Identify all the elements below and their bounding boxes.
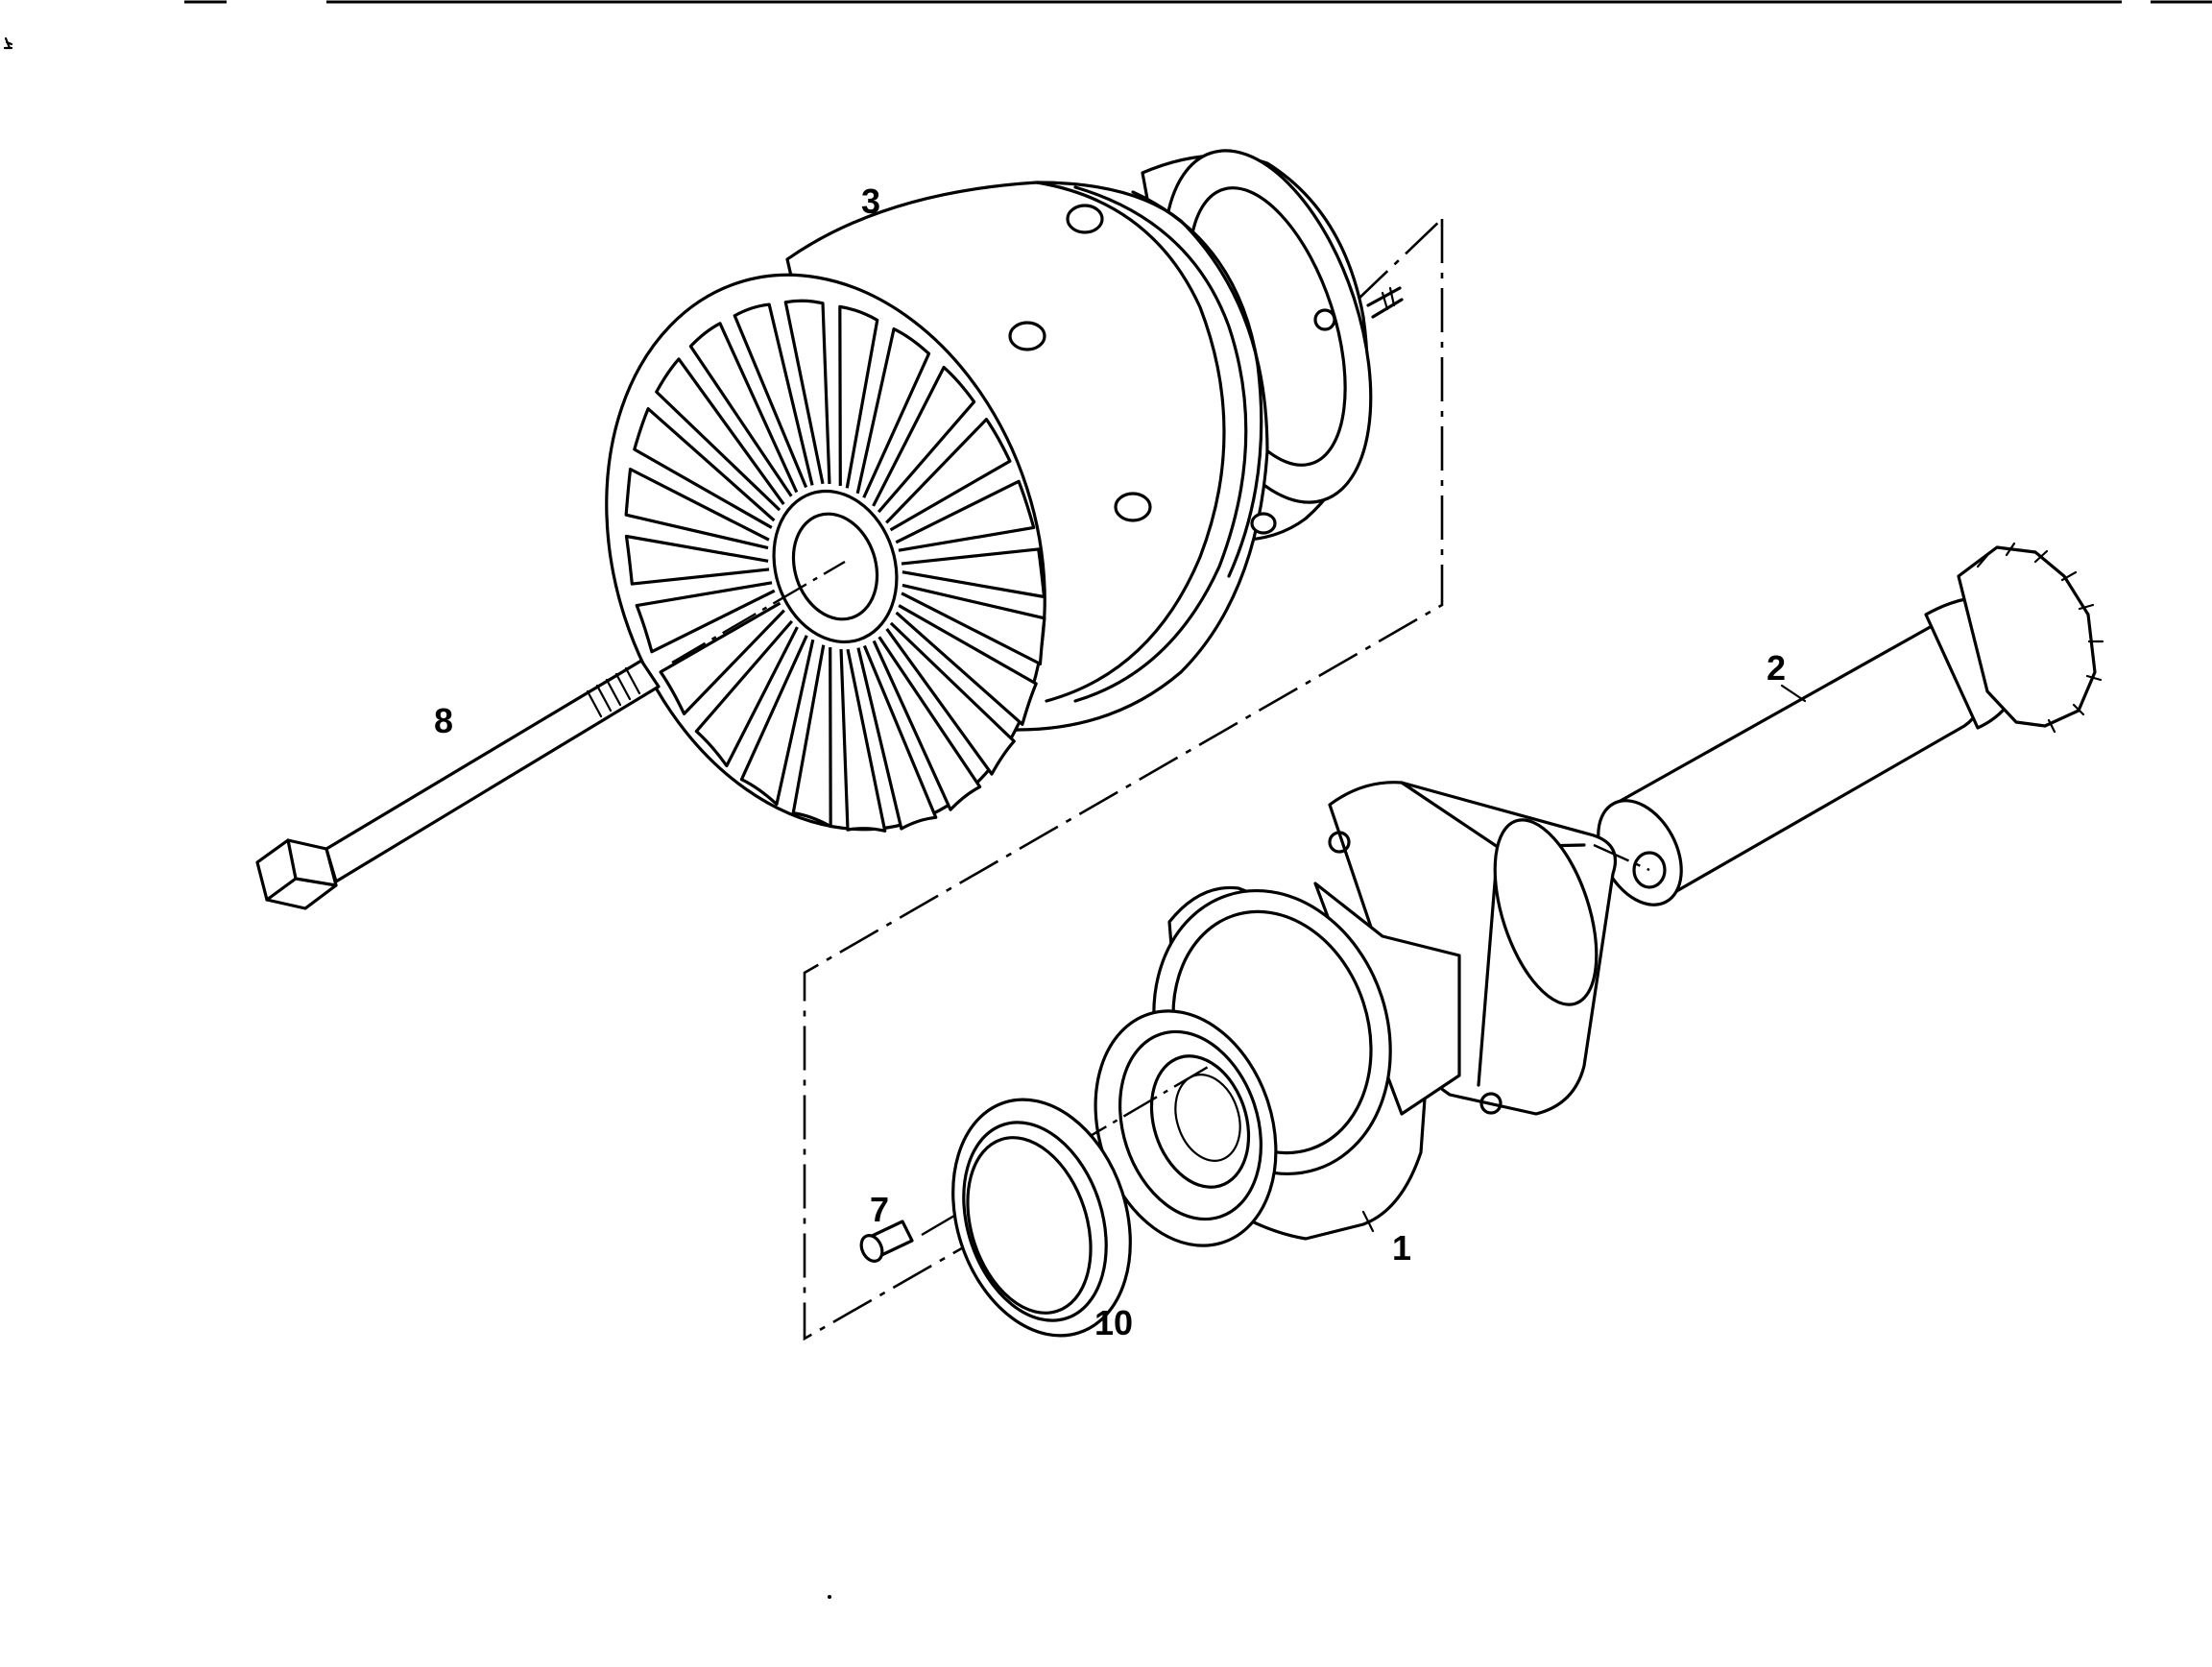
- part-1-bearing-housing: [1094, 781, 1618, 1247]
- drum-fin: [635, 581, 776, 654]
- drum-fin: [839, 648, 887, 833]
- drum-fin: [895, 604, 1038, 726]
- corner-mark: [3, 36, 13, 50]
- drum-fin: [633, 407, 776, 529]
- gear-teeth: [1976, 542, 2104, 734]
- drum-fin: [694, 619, 799, 768]
- drum-fin: [901, 583, 1046, 665]
- callout-part-3: 3: [861, 181, 880, 221]
- drum-fin: [688, 322, 799, 497]
- drum-fin: [659, 601, 785, 715]
- part-10-seal-ring: [951, 1098, 1132, 1338]
- bolt-thread: [586, 666, 641, 718]
- callout-part-7: 7: [870, 1190, 889, 1229]
- drum-fin: [856, 644, 938, 831]
- drum-fin: [783, 299, 831, 485]
- leader-lines: [1361, 684, 1807, 1233]
- part-3-finned-drum: [605, 149, 1404, 833]
- radial-fins: [624, 299, 1046, 833]
- gear-shaft-axis-line: [1593, 843, 1650, 872]
- callout-part-2: 2: [1767, 648, 1786, 688]
- part-2-gear-shaft: [1597, 542, 2104, 906]
- callout-part-8: 8: [434, 701, 453, 740]
- drum-fin: [872, 365, 976, 514]
- drum-fin: [733, 302, 814, 489]
- part-8-hex-bolt: [255, 659, 661, 910]
- callout-part-10: 10: [1094, 1303, 1133, 1342]
- drum-fin: [838, 304, 879, 489]
- drum-fin: [885, 418, 1012, 532]
- drum-fin: [855, 326, 931, 498]
- drum-fin: [901, 547, 1046, 599]
- drum-fin: [739, 635, 815, 807]
- part-7-pin: [859, 1220, 914, 1263]
- drum-fin: [624, 468, 770, 550]
- drum-fin: [872, 636, 982, 811]
- drum-fin: [885, 621, 1016, 776]
- drum-fin: [895, 479, 1036, 552]
- stray-dot: [828, 1595, 831, 1599]
- drum-fin: [624, 534, 770, 586]
- drum-fin: [655, 357, 785, 512]
- callout-part-1: 1: [1392, 1228, 1411, 1268]
- drum-fin: [791, 644, 832, 829]
- bolt-axis-line: [671, 560, 846, 664]
- drum-bolt: [1008, 204, 1336, 535]
